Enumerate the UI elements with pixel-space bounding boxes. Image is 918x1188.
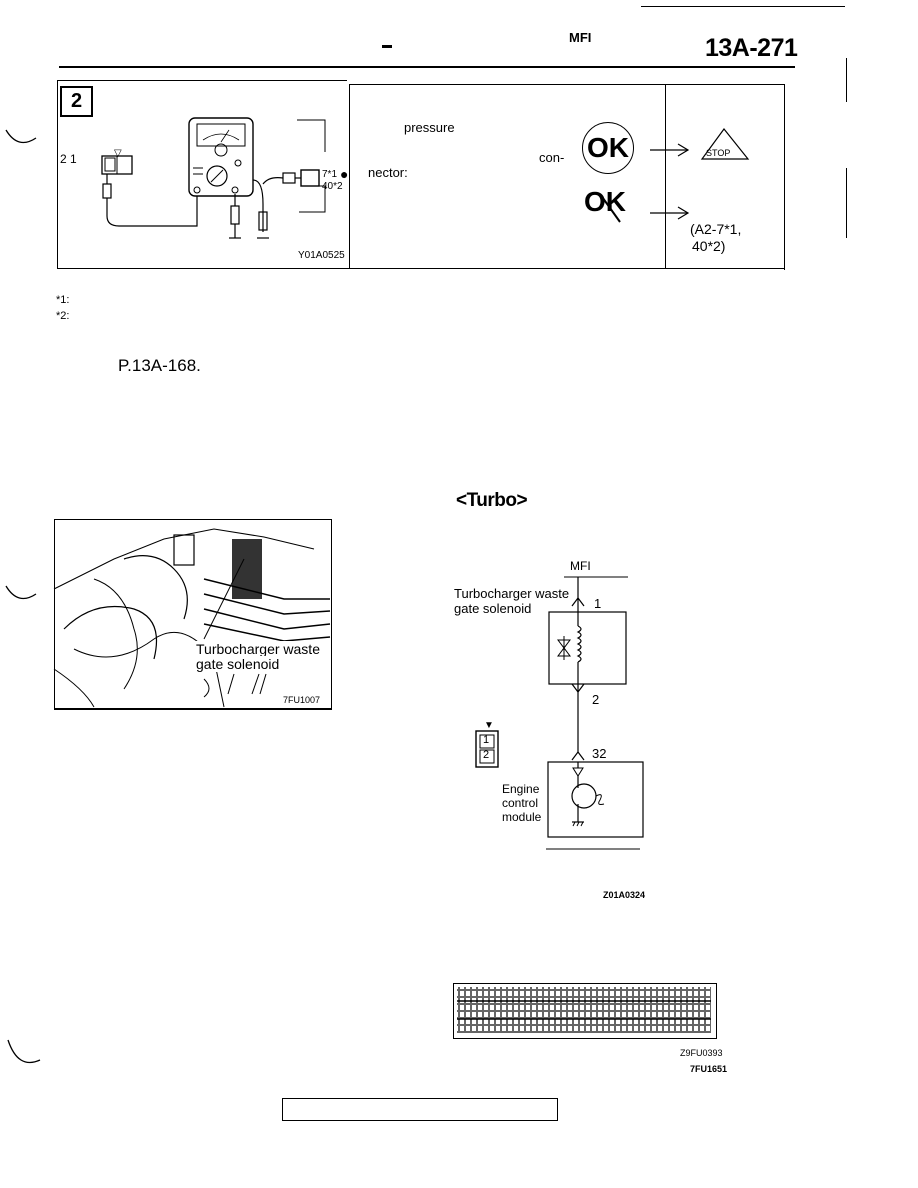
ecm-label-line2: control [502,796,539,810]
photo-figure-code: 7FU1007 [283,695,321,705]
svg-text:▼: ▼ [484,720,494,731]
pin-1-label: 1 [594,596,602,611]
solenoid-label-line1: Turbocharger waste [454,586,570,601]
terminal-label-1: 7*1 [322,169,338,180]
photo-callout-line2: gate solenoid [196,656,280,672]
arrow-right-icon [650,143,690,157]
header-dash [382,45,392,48]
bullet: ● [340,166,349,182]
margin-rule [846,58,847,102]
stop-label: STOP [706,148,731,158]
turbo-heading: <Turbo> [456,490,528,511]
connector-strip-figure [453,983,717,1039]
connector-pin-1: 1 [483,734,490,746]
ok-symbol: OK [582,122,634,174]
ecm-label-line3: module [502,810,542,824]
ecm-label-line1: Engine [502,782,540,796]
footnote-2: *2: [56,310,70,322]
solenoid-label-line2: gate solenoid [454,601,532,616]
header-mfi: MFI [569,30,592,45]
connector-figure-code-2: 7FU1651 [690,1064,728,1074]
footer-box [282,1098,558,1121]
circuit-mfi-label: MFI [570,559,591,573]
terminal-label-2: 40*2 [322,181,343,192]
multimeter-illustration: ▽ [101,117,326,239]
figure-code-y01a0525: Y01A0525 [298,250,345,261]
page-reference: P.13A-168. [118,356,201,375]
engine-photo-sketch [53,528,331,708]
footnote-1: *1: [56,294,70,306]
margin-rule [846,168,847,238]
text-pressure: pressure [404,120,455,135]
connector-pin-label: 2 1 [60,152,77,166]
arrow-right-icon [650,206,690,220]
circuit-figure-code: Z01A0324 [603,890,646,900]
photo-callout-line1: Turbocharger waste [196,641,320,657]
ng-result-line2: 40*2) [692,238,726,254]
connector-pin-2: 2 [483,749,490,761]
svg-text:▽: ▽ [114,148,122,159]
pin-32-label: 32 [592,746,607,761]
ng-cross-icon [599,193,621,223]
text-nector: nector: [368,165,408,180]
ng-result-line1: (A2-7*1, [690,221,742,237]
step-number: 2 [60,86,93,117]
pin-2-label: 2 [592,692,600,707]
connector-figure-code-1: Z9FU0393 [680,1048,723,1058]
connector-strip-pattern [457,987,711,1033]
page-number: 13A-271 [705,34,798,62]
stop-triangle-icon [700,128,750,160]
header-rule [59,66,795,68]
top-right-rule [641,6,845,7]
text-con: con- [539,150,565,165]
